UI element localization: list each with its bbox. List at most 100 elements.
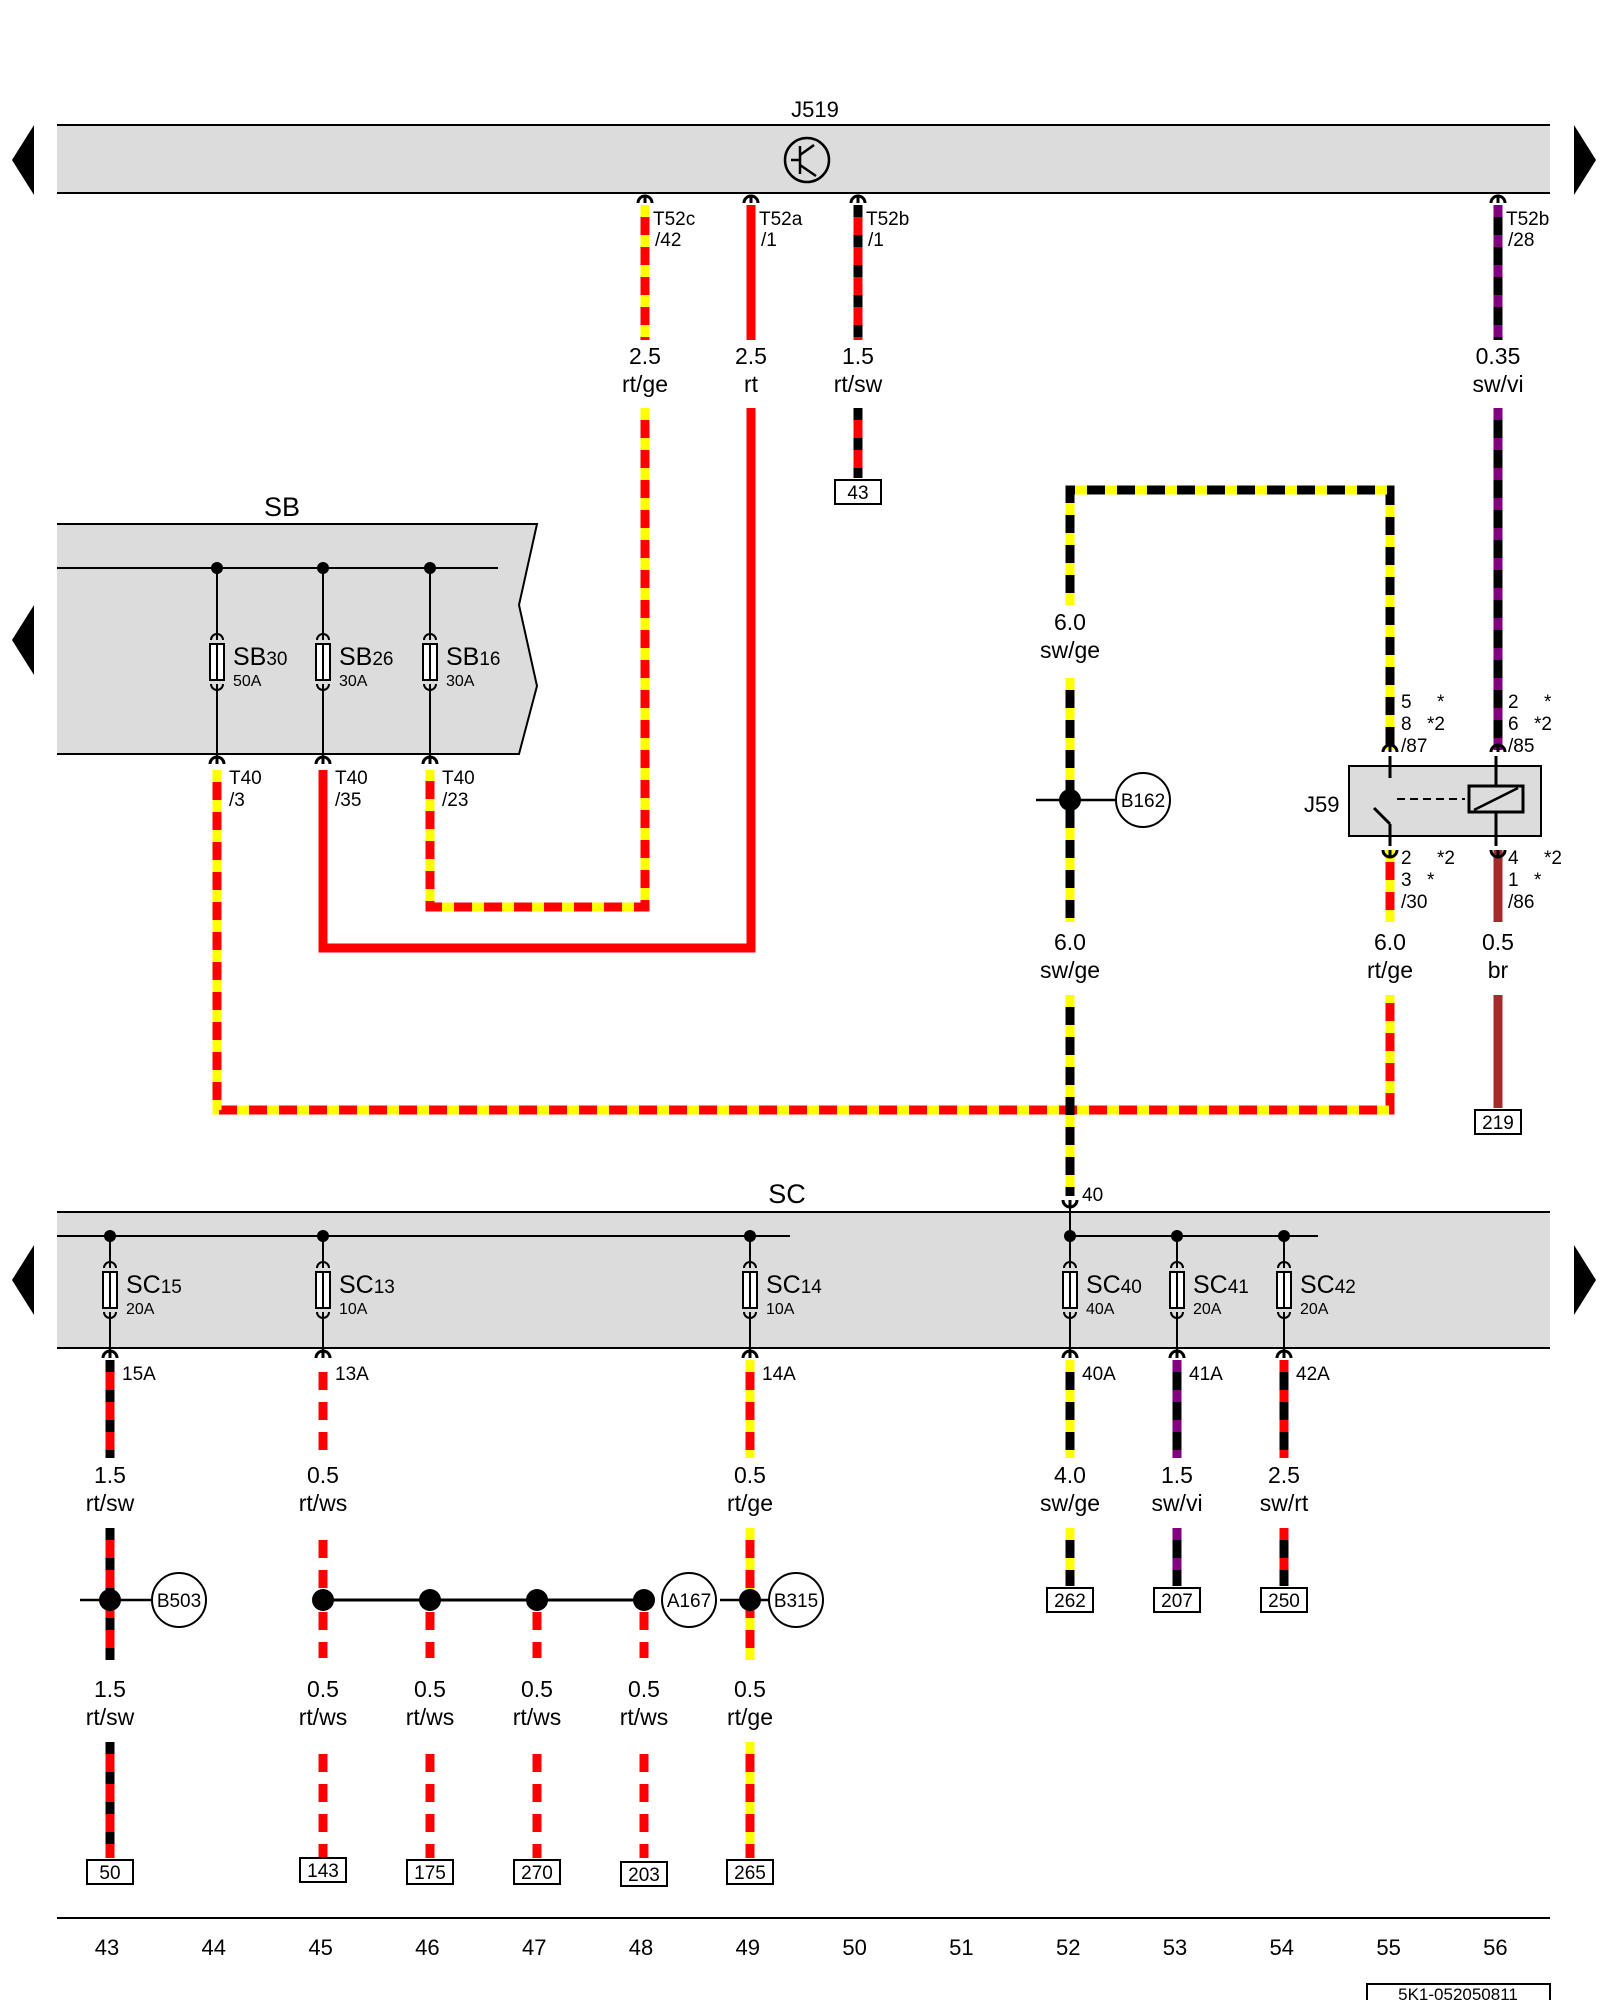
wire-color: sw/rt [1260,1490,1309,1516]
ref-box-143[interactable]: 143 [299,1857,347,1883]
wire-color: rt/ge [727,1490,773,1516]
relay-pin-terminal: /87 [1401,736,1427,757]
wire-color: sw/vi [1151,1490,1202,1516]
splice-label: B503 [157,1591,201,1612]
wire-size: 0.35 [1476,343,1521,369]
wire-size: 0.5 [1482,929,1514,955]
connector-icon [1489,848,1507,860]
ref-box-43[interactable]: 43 [834,479,882,505]
terminal-label: T40 [335,768,368,789]
wire-label-j59-30: 6.0rt/ge [1367,929,1413,983]
fuse-name: SC41 [1193,1271,1249,1299]
relay-pin-number: 2 [1508,692,1519,713]
fuse-rating: 20A [126,1301,155,1318]
splice-label: B162 [1121,791,1165,812]
splice-label: B315 [774,1591,818,1612]
ref-box-262[interactable]: 262 [1046,1587,1094,1613]
fuse-name: SB16 [446,643,501,671]
fuse-name: SC14 [766,1271,822,1299]
terminal-label: 41A [1189,1364,1223,1385]
terminal-label: 40A [1082,1364,1116,1385]
column-number: 50 [842,1935,866,1960]
wire-size: 0.5 [414,1676,446,1702]
wire-label-b315-bot: 0.5rt/ge [727,1676,773,1730]
wire-label-sc15: 1.5rt/sw [86,1462,135,1516]
ref-box-207[interactable]: 207 [1153,1587,1201,1613]
column-number: 52 [1056,1935,1080,1960]
ref-box-270[interactable]: 270 [513,1859,561,1885]
relay-j59-label: J59 [1304,792,1339,817]
fuse-rating: 30A [446,673,475,690]
column-number: 56 [1483,1935,1507,1960]
fuse-box-sc: SC [57,1179,1550,1349]
wire-color: rt/ge [727,1704,773,1730]
column-number: 55 [1376,1935,1400,1960]
relay-pin-footnote: *2 [1534,714,1552,735]
terminal-pin-label: /28 [1508,230,1534,251]
wire-size: 0.5 [628,1676,660,1702]
ref-box-label: 43 [847,483,868,504]
ref-box-label: 143 [307,1861,339,1882]
wire-label-a167-3: 0.5rt/ws [513,1676,562,1730]
terminal-pin-label: /35 [335,790,361,811]
right-arrow-bot-icon[interactable] [1574,1245,1596,1315]
left-arrow-top-icon[interactable] [12,125,34,195]
wire-color: sw/ge [1040,957,1100,983]
wire-color: sw/ge [1040,1490,1100,1516]
splice-b162: B162 [1036,772,1171,828]
wire-size: 1.5 [1161,1462,1193,1488]
column-number: 49 [736,1935,760,1960]
connector-icon [1489,193,1507,205]
ref-box-265[interactable]: 265 [726,1859,774,1885]
wire-color: rt/sw [86,1704,135,1730]
ref-box-250[interactable]: 250 [1260,1587,1308,1613]
left-arrow-mid-icon[interactable] [12,605,34,675]
relay-pin-terminal: /86 [1508,892,1534,913]
splice-label: A167 [667,1591,711,1612]
ref-box-219[interactable]: 219 [1474,1109,1522,1135]
fuse-sc41: SC41 20A [1168,1230,1249,1360]
footer-code: 5K1-052050811 [1398,1985,1518,2000]
relay-pin-number: 8 [1401,714,1412,735]
ref-box-label: 262 [1054,1591,1086,1612]
fuse-rating: 20A [1193,1301,1222,1318]
ref-box-label: 50 [99,1863,120,1884]
ref-box-label: 250 [1268,1591,1300,1612]
terminal-label: T52b [1506,209,1549,230]
ref-box-203[interactable]: 203 [620,1861,668,1887]
relay-pin-terminal: /85 [1508,736,1534,757]
sc-fuses: SC1520A15ASC1310A13ASC1410A14ASC4040A40A… [101,1185,1356,1385]
wire-size: 2.5 [735,343,767,369]
footer-code-box: 5K1-052050811 [1366,1983,1551,2000]
fuse-name: SB26 [339,643,394,671]
left-arrow-bot-icon[interactable] [12,1245,34,1315]
wire-label-t52a: 2.5rt [735,343,767,397]
right-arrow-top-icon[interactable] [1574,125,1596,195]
ref-box-50[interactable]: 50 [86,1859,134,1885]
wire-size: 2.5 [1268,1462,1300,1488]
fuse-box-sb: SB [57,492,539,755]
terminal-label: T52c [653,209,695,230]
connector-icon [1381,848,1399,860]
fuse-rating: 10A [339,1301,368,1318]
terminal-pin-label: /1 [761,230,777,251]
terminal-pin-label: /1 [868,230,884,251]
relay-coil-icon [1467,756,1525,846]
ref-box-175[interactable]: 175 [406,1859,454,1885]
relay-switch-icon [1372,756,1465,846]
connector-icon [849,193,867,205]
column-number: 54 [1270,1935,1294,1960]
fuse-rating: 40A [1086,1301,1115,1318]
fuse-name: SB30 [233,643,288,671]
terminal-pin-label: /42 [655,230,681,251]
wire-size: 1.5 [94,1462,126,1488]
fuse-sb16: SB16 30A [421,562,501,766]
relay-pin-footnote: *2 [1427,714,1445,735]
wire-size: 1.5 [842,343,874,369]
column-number: 44 [202,1935,226,1960]
